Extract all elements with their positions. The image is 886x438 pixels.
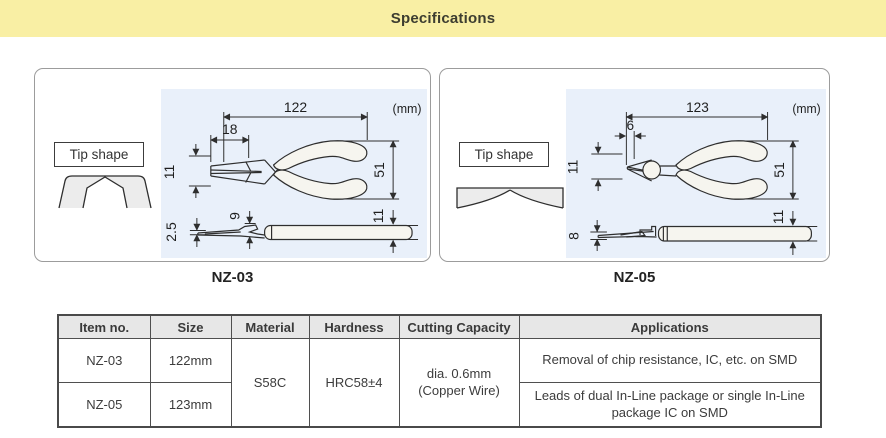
col-header-item-no: Item no. <box>57 314 151 339</box>
cell-application-nz03: Removal of chip resistance, IC, etc. on … <box>518 338 822 383</box>
nz05-dim-jaw-length: 6 <box>626 117 634 133</box>
cell-hardness: HRC58±4 <box>308 338 400 428</box>
nz03-tip-shape-drawing <box>58 175 152 209</box>
cell-size-nz05: 123mm <box>149 382 232 428</box>
nz05-tip-shape-drawing <box>456 187 564 209</box>
nz03-drawing-area: 122 (mm) 18 11 <box>161 89 427 258</box>
nz05-panel-block: Tip shape 123 (mm) 6 <box>439 68 830 286</box>
nz03-dim-blade-thickness: 2.5 <box>163 222 179 242</box>
nz05-model-label: NZ-05 <box>613 269 656 286</box>
nz05-unit-label: (mm) <box>792 102 820 116</box>
nz03-panel: Tip shape 122 (mm) 18 <box>34 68 431 262</box>
nz05-dim-jaw-width: 11 <box>566 160 581 175</box>
col-header-size: Size <box>149 314 232 339</box>
col-header-applications: Applications <box>518 314 822 339</box>
cell-size-nz03: 122mm <box>149 338 232 383</box>
nz05-dim-handle-thickness: 11 <box>770 210 786 225</box>
nz05-dim-handle-span: 51 <box>771 162 787 178</box>
nz03-dim-handle-thickness: 11 <box>370 209 386 224</box>
page-title: Specifications <box>390 10 496 27</box>
nz03-dim-jaw-width: 11 <box>161 165 177 180</box>
cell-item-no-nz05: NZ-05 <box>57 382 151 428</box>
nz03-model-label: NZ-03 <box>211 269 254 286</box>
nz05-dim-total-length: 123 <box>686 99 709 115</box>
cell-item-no-nz03: NZ-03 <box>57 338 151 383</box>
nz03-diagram-svg: 122 (mm) 18 11 <box>161 99 422 253</box>
nz05-diagram-svg: 123 (mm) 6 11 <box>566 99 821 255</box>
spec-table: Item no. Size Material Hardness Cutting … <box>57 314 822 428</box>
col-header-hardness: Hardness <box>308 314 400 339</box>
nz03-dim-jaw-length: 18 <box>222 121 238 137</box>
spec-table-header-row: Item no. Size Material Hardness Cutting … <box>57 314 822 339</box>
table-row-nz05: NZ-05 123mm Leads of dual In-Line packag… <box>57 382 822 428</box>
nz03-tip-shape-label: Tip shape <box>54 142 144 167</box>
nz05-tip-shape-label: Tip shape <box>459 142 549 167</box>
nz03-dim-handle-span: 51 <box>371 162 387 178</box>
nz05-dim-blade-thickness: 8 <box>566 232 582 240</box>
nz03-panel-block: Tip shape 122 (mm) 18 <box>34 68 431 286</box>
table-row-nz03: NZ-03 122mm S58C HRC58±4 dia. 0.6mm (Cop… <box>57 338 822 428</box>
nz05-panel: Tip shape 123 (mm) 6 <box>439 68 830 262</box>
specifications-header: Specifications <box>0 0 886 37</box>
nz03-dim-total-length: 122 <box>284 99 307 115</box>
cell-application-nz05: Leads of dual In-Line package or single … <box>518 382 822 428</box>
col-header-cutting-capacity: Cutting Capacity <box>398 314 520 339</box>
cell-material: S58C <box>230 338 310 428</box>
cell-cutting-capacity: dia. 0.6mm (Copper Wire) <box>398 338 520 428</box>
col-header-material: Material <box>230 314 310 339</box>
nz05-drawing-area: 123 (mm) 6 11 <box>566 89 826 258</box>
nz03-unit-label: (mm) <box>393 102 422 116</box>
nz03-dim-joint-thickness: 9 <box>227 212 243 220</box>
